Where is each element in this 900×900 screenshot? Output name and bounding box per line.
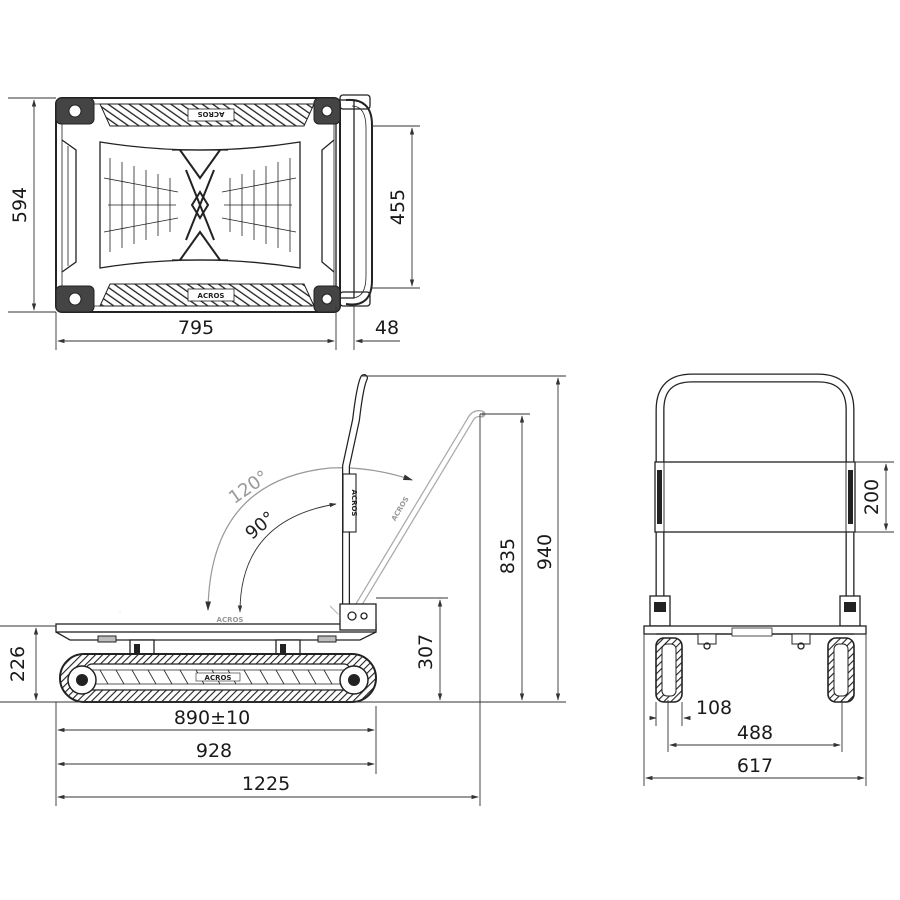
dim-side-deck-height: 226	[7, 646, 29, 682]
top-deck: ACROS ACROS	[55, 97, 341, 313]
dim-top-depth: 594	[9, 187, 31, 223]
side-upright-handle: ACROS	[342, 374, 368, 610]
brand-upright-handle: ACROS	[350, 490, 358, 517]
top-dimensions: 594 455 795 48	[8, 97, 420, 350]
dim-front-inner-width: 488	[737, 722, 773, 744]
front-deck	[643, 595, 867, 650]
dim-front-wheel-width: 108	[696, 697, 732, 719]
dim-side-total-height: 940	[534, 534, 556, 570]
top-brand-lower: ACROS	[198, 292, 225, 300]
front-handle	[654, 373, 856, 604]
front-view: 200 108 488 617	[643, 373, 894, 786]
dim-side-handle-base: 307	[415, 634, 437, 670]
top-handle	[335, 94, 373, 307]
dim-side-total-length: 1225	[242, 773, 290, 795]
dim-top-handle-span: 455	[387, 189, 409, 225]
front-dimensions: 200 108 488 617	[643, 461, 894, 786]
brand-folded-handle: ACROS	[217, 616, 244, 624]
side-view: ACROS ACROS 120° 90° ACROS	[0, 374, 566, 806]
top-view: ACROS ACROS 594	[8, 94, 420, 350]
dim-front-total-width: 617	[737, 755, 773, 777]
dim-top-handle-offset: 48	[375, 317, 399, 339]
arc-90	[237, 502, 337, 613]
dim-side-deck-length: 890±10	[174, 707, 250, 729]
dim-front-grip-height: 200	[861, 479, 883, 515]
side-crawler-track: ACROS	[59, 653, 377, 703]
arc-120	[205, 467, 413, 611]
front-wheels	[655, 637, 855, 703]
dim-side-body-length: 928	[196, 740, 232, 762]
angle-upright-label: 90°	[241, 507, 279, 544]
angle-tilted-label: 120°	[225, 466, 273, 508]
side-dimensions: 226 307 835 940 890±10 928 1225	[0, 375, 566, 806]
brand-track: ACROS	[205, 674, 232, 682]
top-brand-upper: ACROS	[198, 110, 225, 118]
dim-side-folded-height: 835	[497, 538, 519, 574]
dim-top-width: 795	[178, 317, 214, 339]
